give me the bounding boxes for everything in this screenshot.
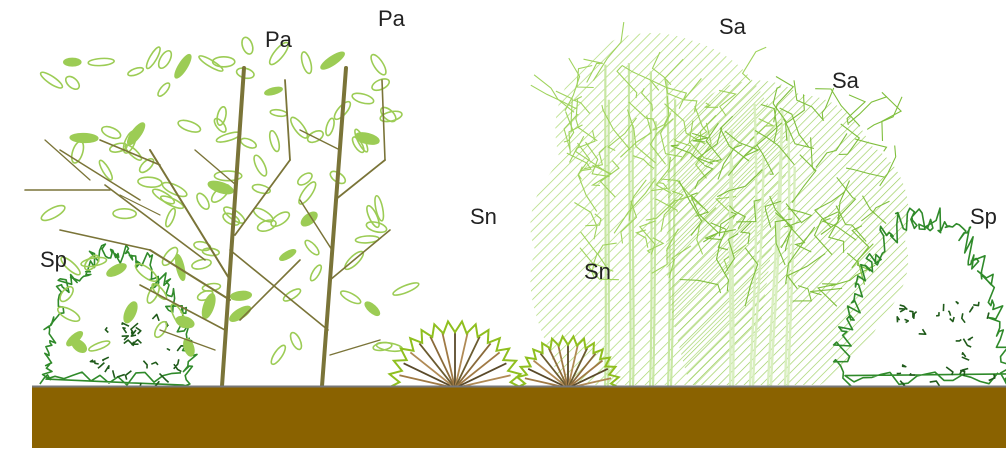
- label-sp-2: Sp: [970, 206, 997, 228]
- label-sa-1: Sa: [719, 16, 746, 38]
- label-pa-2: Pa: [378, 8, 405, 30]
- label-sa-2: Sa: [832, 70, 859, 92]
- label-sn-1: Sn: [470, 206, 497, 228]
- pa-trees: [25, 36, 420, 386]
- sa-tree-right: [666, 77, 909, 387]
- label-sn-2: Sn: [584, 261, 611, 283]
- label-pa-1: Pa: [265, 29, 292, 51]
- label-sp-1: Sp: [40, 249, 67, 271]
- ground: [32, 386, 1006, 448]
- sn-shrub-left: [388, 321, 522, 392]
